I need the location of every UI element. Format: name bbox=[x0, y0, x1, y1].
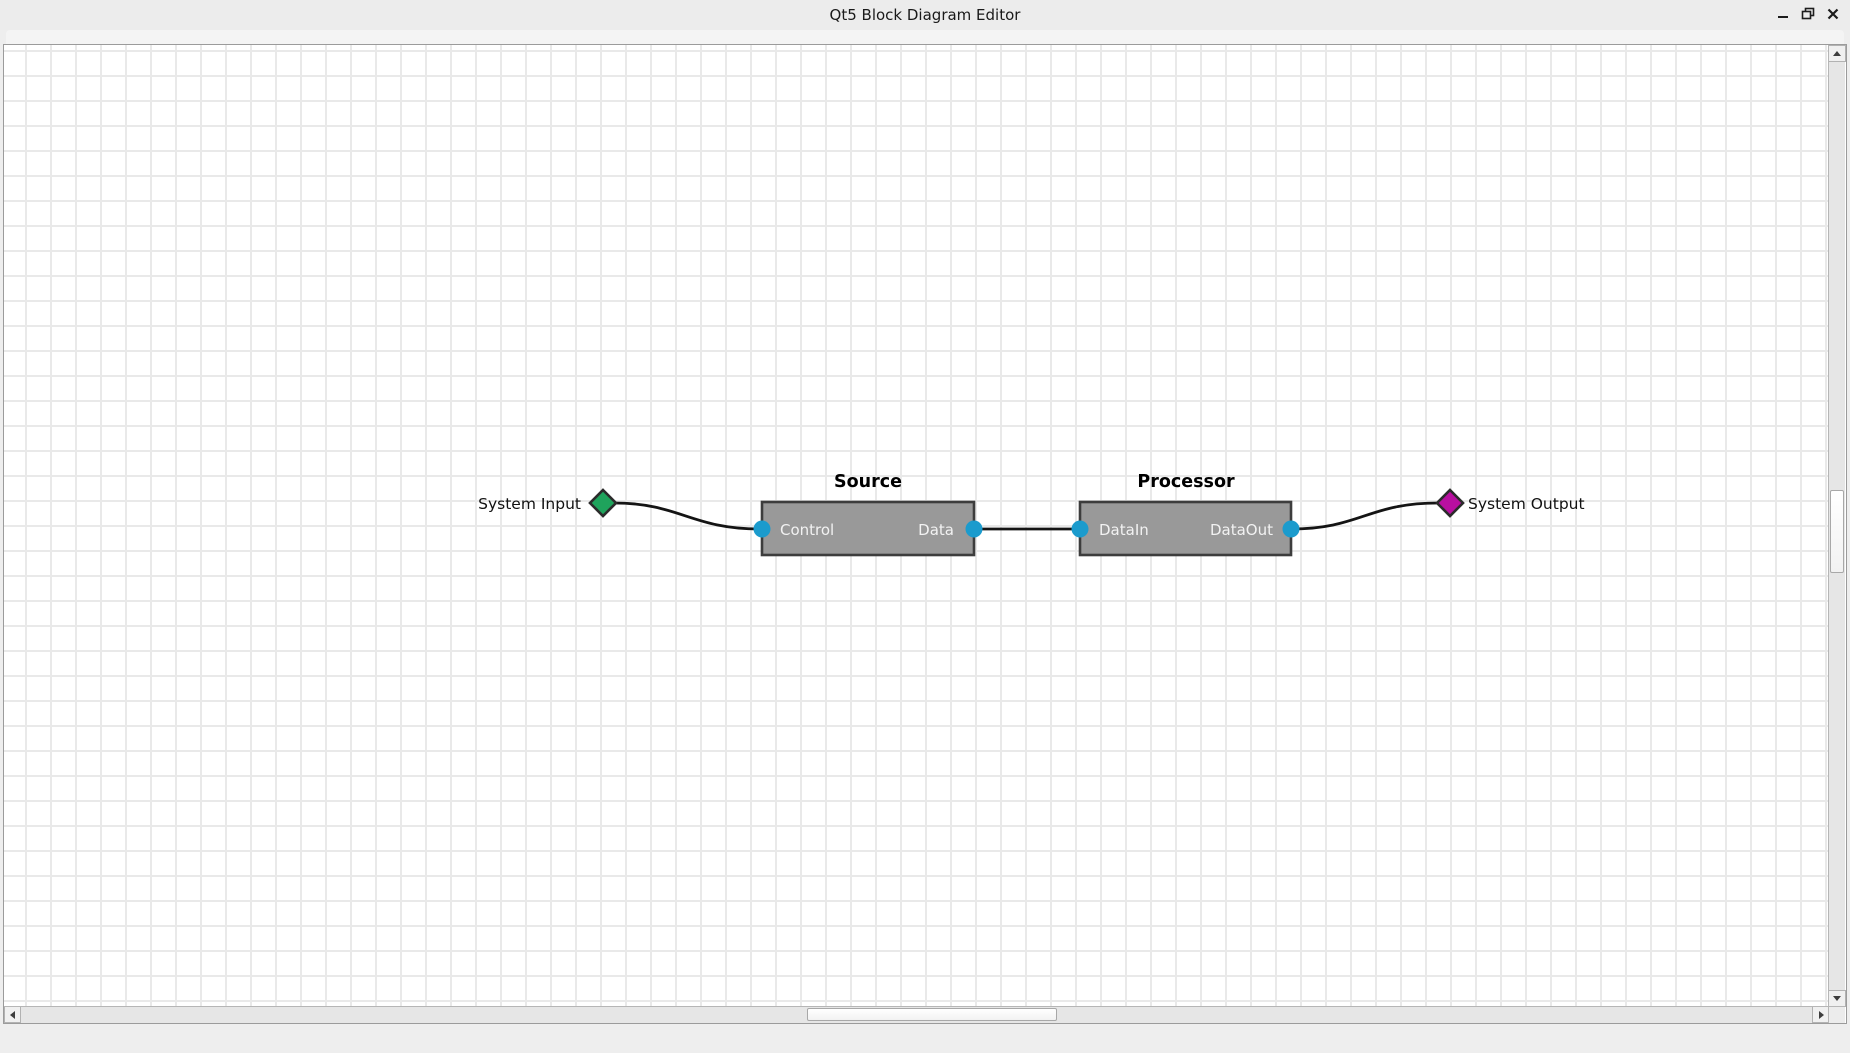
block-source-body[interactable] bbox=[760, 500, 976, 557]
arrow-right-icon bbox=[1818, 1010, 1824, 1019]
port-label-dataout: DataOut bbox=[1210, 521, 1273, 539]
port-label-data: Data bbox=[918, 521, 954, 539]
scroll-down-button[interactable] bbox=[1829, 990, 1846, 1007]
scroll-up-button[interactable] bbox=[1829, 45, 1846, 62]
arrow-up-icon bbox=[1833, 51, 1841, 56]
horizontal-scrollbar[interactable] bbox=[4, 1006, 1830, 1023]
wire-input-to-source[interactable] bbox=[612, 501, 762, 531]
scroll-left-button[interactable] bbox=[4, 1007, 21, 1023]
port-label-datain: DataIn bbox=[1099, 521, 1149, 539]
window-controls bbox=[1771, 0, 1844, 30]
arrow-down-icon bbox=[1833, 996, 1841, 1001]
port-processor-dataout[interactable] bbox=[1282, 520, 1300, 538]
close-button[interactable] bbox=[1821, 3, 1844, 27]
horizontal-scrollbar-handle[interactable] bbox=[807, 1008, 1057, 1021]
central-widget-margin bbox=[6, 30, 1844, 44]
terminal-system-output-label: System Output bbox=[1468, 495, 1585, 513]
block-source: Source Control Data bbox=[753, 472, 983, 557]
port-source-control[interactable] bbox=[753, 520, 771, 538]
block-processor-title: Processor bbox=[1137, 472, 1235, 492]
terminal-system-input: System Input bbox=[478, 488, 618, 518]
port-processor-datain[interactable] bbox=[1071, 520, 1089, 538]
port-source-data[interactable] bbox=[965, 520, 983, 538]
wire-processor-to-output[interactable] bbox=[1289, 501, 1440, 531]
system-output-diamond[interactable] bbox=[1435, 488, 1465, 518]
scrollbar-corner bbox=[1828, 1006, 1845, 1023]
terminal-system-output: System Output bbox=[1435, 488, 1585, 518]
titlebar[interactable]: Qt5 Block Diagram Editor bbox=[0, 0, 1850, 30]
block-processor: Processor DataIn DataOut bbox=[1071, 472, 1300, 557]
restore-icon bbox=[1801, 7, 1815, 24]
minimize-icon bbox=[1776, 7, 1790, 24]
diagram-scene: Source Control Data Processor DataIn Dat… bbox=[478, 472, 1585, 557]
close-icon bbox=[1826, 7, 1840, 24]
vertical-scrollbar[interactable] bbox=[1828, 45, 1846, 1007]
restore-button[interactable] bbox=[1796, 3, 1819, 27]
graphics-view-frame: Source Control Data Processor DataIn Dat… bbox=[3, 44, 1847, 1024]
block-source-title: Source bbox=[834, 472, 902, 492]
arrow-left-icon bbox=[10, 1010, 15, 1019]
terminal-system-input-label: System Input bbox=[478, 495, 581, 513]
system-input-diamond[interactable] bbox=[588, 488, 618, 518]
diagram-canvas[interactable]: Source Control Data Processor DataIn Dat… bbox=[4, 45, 1829, 1006]
minimize-button[interactable] bbox=[1771, 3, 1794, 27]
vertical-scrollbar-handle[interactable] bbox=[1830, 490, 1844, 573]
window-title: Qt5 Block Diagram Editor bbox=[829, 6, 1021, 24]
port-label-control: Control bbox=[780, 521, 834, 539]
